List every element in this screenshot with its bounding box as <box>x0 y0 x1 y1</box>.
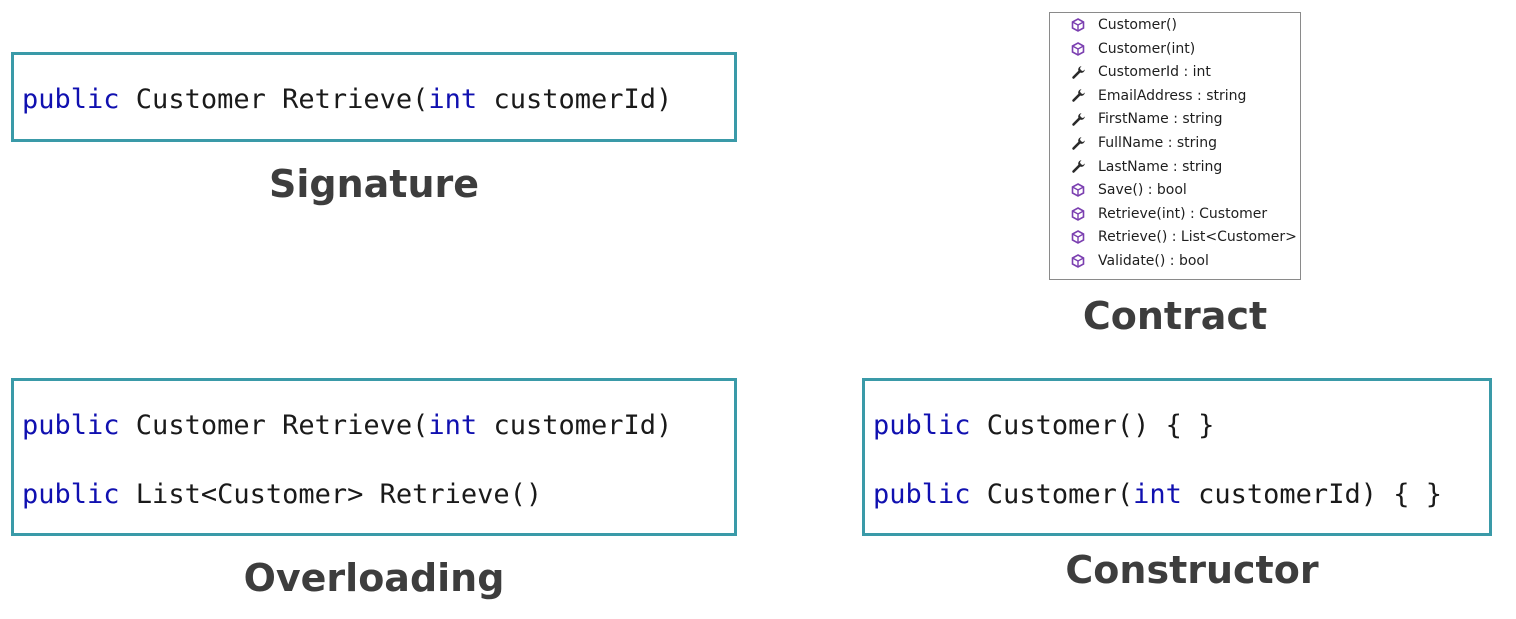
contract-member: Retrieve(int) : Customer <box>1070 203 1267 225</box>
contract-member: LastName : string <box>1070 156 1222 178</box>
keyword-int: int <box>428 410 478 441</box>
contract-member: Validate() : bool <box>1070 250 1209 272</box>
contract-member: Retrieve() : List<Customer> <box>1070 226 1297 248</box>
method-cube-icon <box>1070 253 1086 269</box>
keyword-int: int <box>1133 479 1182 510</box>
method-cube-icon <box>1070 17 1086 33</box>
contract-member: FirstName : string <box>1070 108 1223 130</box>
contract-caption: Contract <box>1082 294 1268 338</box>
contract-member: CustomerId : int <box>1070 61 1211 83</box>
contract-member: Save() : bool <box>1070 179 1187 201</box>
keyword-public: public <box>22 84 120 115</box>
property-wrench-icon <box>1070 88 1086 104</box>
method-cube-icon <box>1070 41 1086 57</box>
contract-member-label: Retrieve() : List<Customer> <box>1098 229 1297 246</box>
overloading-caption: Overloading <box>243 556 505 600</box>
overloading-code-line-2: public List<Customer> Retrieve() <box>22 479 542 511</box>
property-wrench-icon <box>1070 111 1086 127</box>
contract-member-label: FullName : string <box>1098 135 1218 151</box>
constructor-code-line-1: public Customer() { } <box>873 410 1214 442</box>
contract-member-label: LastName : string <box>1098 158 1223 175</box>
constructor-code-line-2: public Customer(int customerId) { } <box>873 479 1442 511</box>
constructor-code-box: public Customer() { } public Customer(in… <box>862 378 1492 536</box>
keyword-int: int <box>428 84 478 115</box>
signature-code-box: public Customer Retrieve(int customerId) <box>11 52 737 142</box>
code-text: customerId) <box>477 410 673 441</box>
signature-code-line: public Customer Retrieve(int customerId) <box>22 84 672 116</box>
method-cube-icon <box>1070 182 1086 198</box>
method-cube-icon <box>1070 229 1086 245</box>
method-cube-icon <box>1070 206 1086 222</box>
signature-caption: Signature <box>268 162 480 206</box>
code-text: Customer( <box>970 479 1134 510</box>
property-wrench-icon <box>1070 64 1086 80</box>
contract-member-label: Validate() : bool <box>1098 253 1209 269</box>
property-wrench-icon <box>1070 159 1086 175</box>
contract-member-label: EmailAddress : string <box>1098 87 1247 104</box>
contract-member-label: Customer() <box>1098 17 1177 33</box>
overloading-code-line-1: public Customer Retrieve(int customerId) <box>22 410 672 442</box>
contract-member-label: Retrieve(int) : Customer <box>1098 205 1268 222</box>
code-text: Customer() { } <box>970 410 1215 441</box>
contract-member-label: CustomerId : int <box>1098 64 1211 81</box>
code-text: customerId) <box>477 84 673 115</box>
contract-member-label: Save() : bool <box>1098 182 1187 199</box>
contract-member: EmailAddress : string <box>1070 85 1246 107</box>
contract-member: Customer(int) <box>1070 38 1195 60</box>
keyword-public: public <box>22 479 120 510</box>
contract-member-label: FirstName : string <box>1098 111 1223 128</box>
keyword-public: public <box>873 410 971 441</box>
keyword-public: public <box>873 479 971 510</box>
contract-member: Customer() <box>1070 14 1177 36</box>
overloading-code-box: public Customer Retrieve(int customerId)… <box>11 378 737 536</box>
code-text: Customer Retrieve( <box>119 84 429 115</box>
property-wrench-icon <box>1070 135 1086 151</box>
keyword-public: public <box>22 410 120 441</box>
code-text: customerId) { } <box>1181 479 1442 510</box>
code-text: List<Customer> Retrieve() <box>119 479 543 510</box>
contract-member-label: Customer(int) <box>1098 40 1196 57</box>
contract-member: FullName : string <box>1070 132 1217 154</box>
code-text: Customer Retrieve( <box>119 410 429 441</box>
constructor-caption: Constructor <box>1065 548 1319 592</box>
